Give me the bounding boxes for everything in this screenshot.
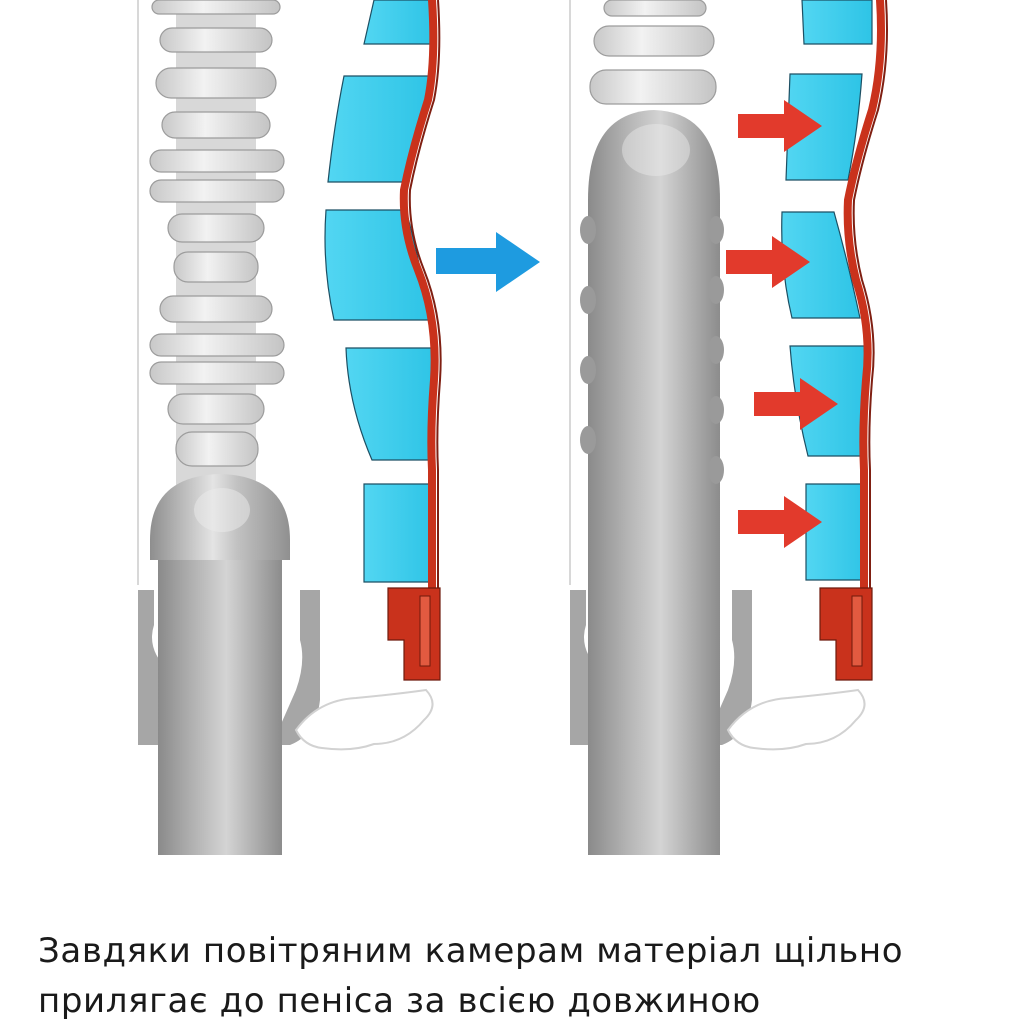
left-sleeve-connector <box>388 588 440 680</box>
left-ribbed-channel <box>150 0 284 500</box>
caption-line-1: Завдяки повітряним камерам матеріал щіль… <box>38 926 998 976</box>
left-air-chambers <box>325 0 435 582</box>
sleeve-cross-section-diagram <box>0 0 1024 880</box>
left-chamber-5 <box>364 484 434 582</box>
right-ribbed-channel <box>590 0 716 104</box>
right-panel-pressed-state <box>570 0 887 855</box>
transition-arrow-icon <box>436 232 540 292</box>
caption: Завдяки повітряним камерам матеріал щіль… <box>38 926 998 1026</box>
left-chamber-4 <box>346 348 435 460</box>
right-chamber-5 <box>806 484 866 580</box>
right-rod <box>588 110 720 855</box>
left-rod <box>158 510 282 855</box>
right-sleeve-connector <box>820 588 872 680</box>
caption-line-2: прилягає до пеніса за всією довжиною <box>38 976 998 1026</box>
left-chamber-1 <box>364 0 434 44</box>
left-panel-relaxed-state <box>138 0 441 855</box>
right-chamber-1 <box>802 0 872 44</box>
